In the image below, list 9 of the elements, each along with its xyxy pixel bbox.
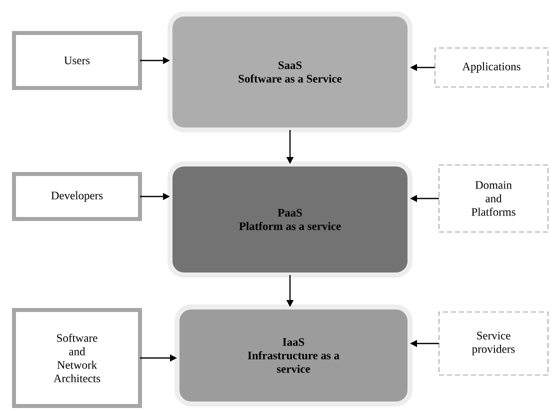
source-box: Domain and Platforms: [438, 164, 548, 232]
service-box: IaaS Infrastructure as a service: [174, 304, 412, 406]
service-box: PaaS Platform as a service: [168, 162, 412, 278]
role-box: Users: [12, 31, 142, 90]
source-box: Service providers: [438, 312, 548, 376]
role-box: Software and Network Architects: [12, 308, 142, 408]
service-box: SaaS Software as a Service: [168, 12, 412, 132]
role-box: Developers: [12, 172, 142, 221]
source-box: Applications: [434, 48, 548, 88]
